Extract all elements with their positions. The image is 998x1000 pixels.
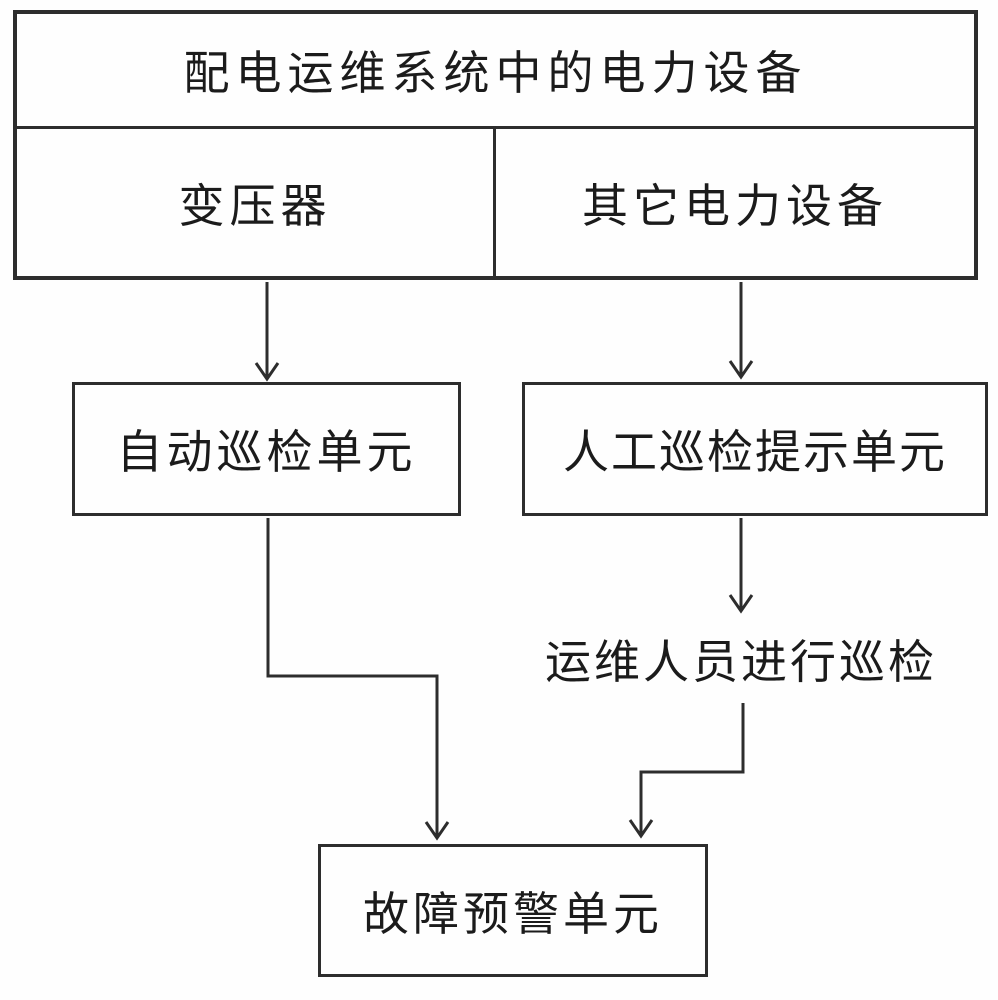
arrow-manual-to-inspect [728,518,754,614]
equipment-row: 变压器 其它电力设备 [17,129,974,276]
manual-inspection-prompt-unit-box: 人工巡检提示单元 [522,382,988,516]
power-equipment-table: 配电运维系统中的电力设备 变压器 其它电力设备 [13,10,978,280]
operations-personnel-inspection-label: 运维人员进行巡检 [545,637,937,688]
arrow-other-to-manual [728,282,754,380]
connector-auto-to-warning [266,518,450,841]
transformer-cell: 变压器 [17,129,496,276]
other-equipment-cell: 其它电力设备 [582,180,888,232]
auto-inspection-unit-box: 自动巡检单元 [72,382,461,516]
connector-inspect-to-warning [628,703,745,839]
fault-warning-unit-box: 故障预警单元 [318,844,708,977]
table-header-power-equipment: 配电运维系统中的电力设备 [17,14,974,129]
arrow-transformer-to-auto [254,282,280,382]
